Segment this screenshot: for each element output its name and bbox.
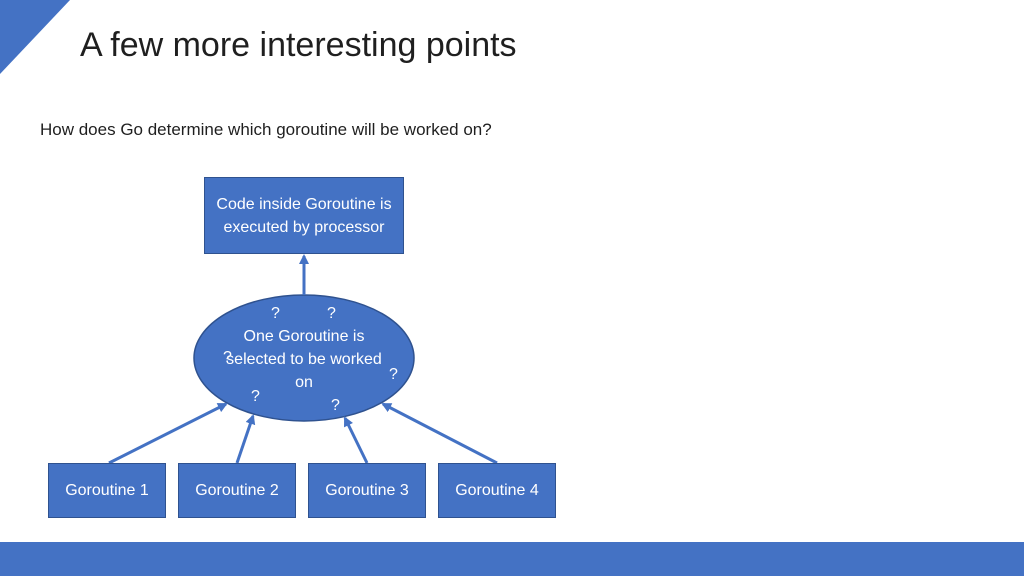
slide-question-text: How does Go determine which goroutine wi…: [40, 120, 492, 139]
goroutine-2-box: Goroutine 2: [178, 463, 296, 518]
question-mark: ?: [223, 349, 232, 366]
question-mark: ?: [389, 366, 398, 383]
question-mark: ?: [327, 305, 336, 322]
arrow-goroutine-4: [381, 402, 498, 465]
corner-accent-triangle: [0, 0, 70, 74]
selector-ellipse-label: One Goroutine is selected to be worked o…: [226, 328, 382, 391]
processor-execution-box: Code inside Goroutine is executed by pro…: [204, 177, 404, 254]
arrow-goroutine-2: [235, 414, 256, 464]
goroutine-3-box: Goroutine 3: [308, 463, 426, 518]
question-mark: ?: [271, 305, 280, 322]
arrow-goroutine-3: [343, 416, 369, 464]
question-mark: ?: [251, 388, 260, 405]
arrow-goroutine-1: [108, 402, 228, 465]
goroutine-4-box: Goroutine 4: [438, 463, 556, 518]
question-mark: ?: [331, 397, 340, 414]
slide-title: A few more interesting points: [80, 26, 517, 64]
footer-bar: [0, 542, 1024, 576]
goroutine-1-box: Goroutine 1: [48, 463, 166, 518]
